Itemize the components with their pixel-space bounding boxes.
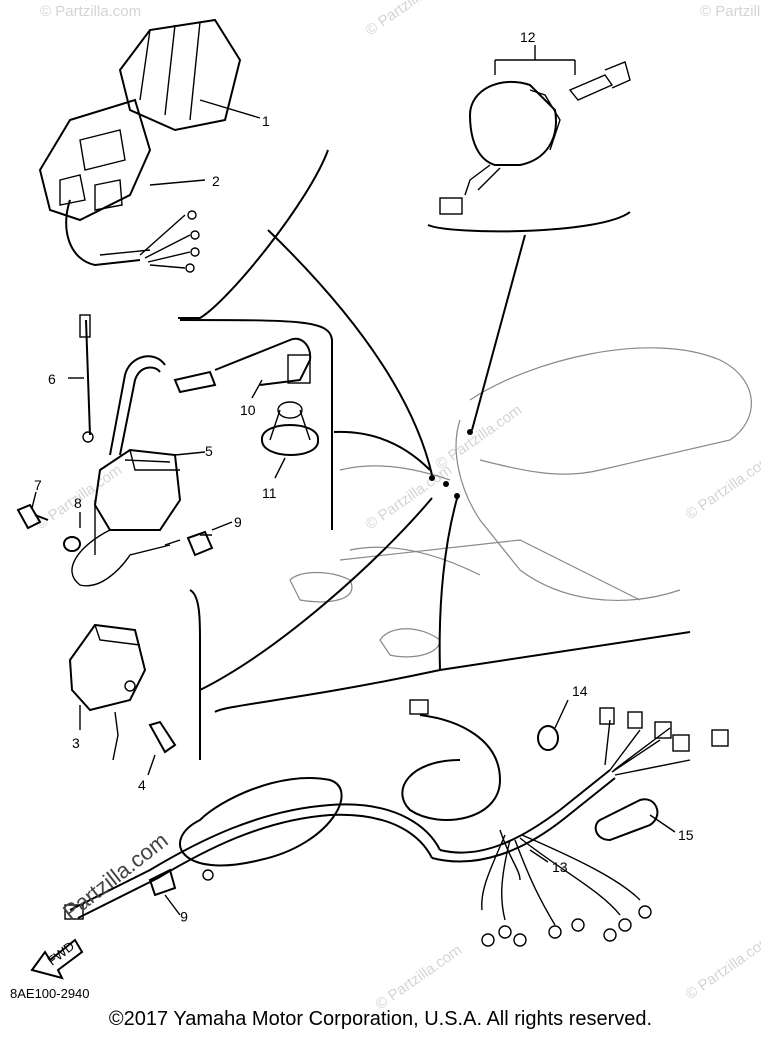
- part-cdi-unit: [38, 18, 261, 273]
- part-grommet: [537, 699, 569, 751]
- callout-14: 14: [572, 683, 588, 699]
- bracket-line: [189, 589, 201, 760]
- watermark: © Partzilla.com: [363, 0, 456, 39]
- part-cap: [594, 798, 676, 842]
- watermark: © Partzilla.com: [683, 451, 761, 523]
- connection-arrows: [199, 229, 526, 691]
- part-washer: [63, 500, 96, 555]
- watermark: © Partzilla.com: [683, 931, 761, 1003]
- callout-6: 6: [48, 371, 56, 387]
- callout-4: 4: [138, 777, 146, 793]
- part-wire-harness: [64, 699, 729, 947]
- callout-10: 10: [240, 402, 256, 418]
- bracket-line: [178, 149, 329, 319]
- callout-16: 6: [180, 909, 188, 925]
- part-cover: [260, 401, 320, 479]
- callout-2: 2: [212, 173, 220, 189]
- callout-11: 11: [262, 485, 277, 501]
- callout-12: 12: [520, 29, 536, 45]
- callout-8: 8: [74, 495, 82, 511]
- callout-3: 3: [72, 735, 80, 751]
- watermark: © Partzilla.com: [40, 3, 141, 20]
- callout-7: 7: [34, 477, 42, 493]
- watermark: © Partzilla.com: [363, 461, 456, 533]
- part-nut: [186, 521, 233, 557]
- part-plug-cap: [173, 337, 312, 399]
- vehicle-outline: [289, 347, 752, 658]
- bracket-line: [214, 631, 691, 713]
- callout-9: 9: [234, 514, 242, 530]
- callout-15: 15: [678, 827, 694, 843]
- part-cable: [68, 314, 94, 443]
- part-bolt-4: [147, 720, 177, 776]
- callout-13: 13: [552, 859, 568, 875]
- watermark: © Partzilla.com: [433, 401, 526, 473]
- fwd-arrow: FWD: [30, 938, 84, 980]
- copyright-notice: ©2017 Yamaha Motor Corporation, U.S.A. A…: [108, 1008, 653, 1030]
- watermark: © Partzilla.com: [373, 941, 466, 1013]
- bracket-line: [179, 319, 333, 530]
- callout-5: 5: [205, 443, 213, 459]
- watermark: © Partzilla.com: [700, 3, 761, 20]
- bracket-line: [427, 211, 631, 233]
- part-ignition-coil: [71, 355, 212, 587]
- diagram-code: 8AE100-2940: [10, 986, 90, 1001]
- part-bolt: [16, 491, 49, 530]
- part-clamp: [148, 868, 214, 916]
- part-main-switch: [439, 45, 631, 215]
- callout-1: 1: [262, 113, 270, 129]
- part-rectifier: [68, 623, 147, 761]
